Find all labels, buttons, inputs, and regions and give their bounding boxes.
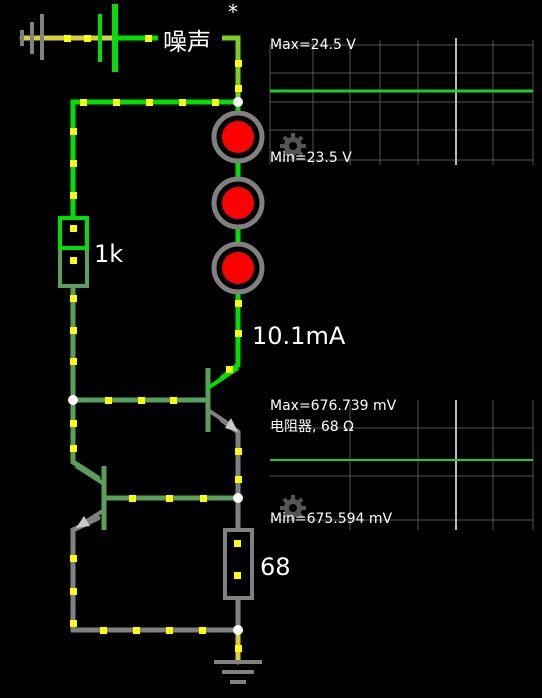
source-marker: * (228, 0, 238, 24)
resistor-68-label: 68 (260, 553, 291, 581)
nodes (68, 97, 243, 635)
transistor-icon-q1[interactable] (205, 366, 240, 432)
current-readout: 10.1mA (252, 322, 346, 350)
wire-source-to-node (219, 35, 241, 105)
battery-icon[interactable] (20, 4, 118, 72)
led-icon-1[interactable] (211, 110, 265, 164)
scope-1-max: Max=24.5 V (270, 37, 356, 53)
led-icon-2[interactable] (211, 176, 265, 230)
transistor-icon-q2[interactable] (74, 464, 107, 530)
scope-1-min: Min=23.5 V (270, 150, 352, 166)
noise-source[interactable] (158, 20, 222, 54)
noise-source-label: 噪声 (163, 28, 211, 56)
wires (19, 35, 241, 665)
wire-q1-emitter (219, 417, 241, 533)
scope-2-min: Min=675.594 mV (270, 511, 393, 527)
scope-2-max: Max=676.739 mV (270, 398, 397, 414)
current-dots (64, 35, 242, 652)
led-icon-3[interactable] (211, 241, 265, 295)
scope-1[interactable] (269, 38, 534, 165)
gear-icon-scope-1[interactable] (280, 133, 306, 159)
scope-2-subtitle: 电阻器, 68 Ω (270, 419, 354, 435)
scope-2[interactable] (270, 400, 534, 530)
ground-icon[interactable] (214, 660, 262, 684)
resistor-1k-label: 1k (94, 240, 124, 268)
resistor-1k-highlight (58, 216, 89, 250)
wire-q2-emitter (70, 515, 241, 633)
gear-icon-scope-2[interactable] (280, 495, 306, 521)
